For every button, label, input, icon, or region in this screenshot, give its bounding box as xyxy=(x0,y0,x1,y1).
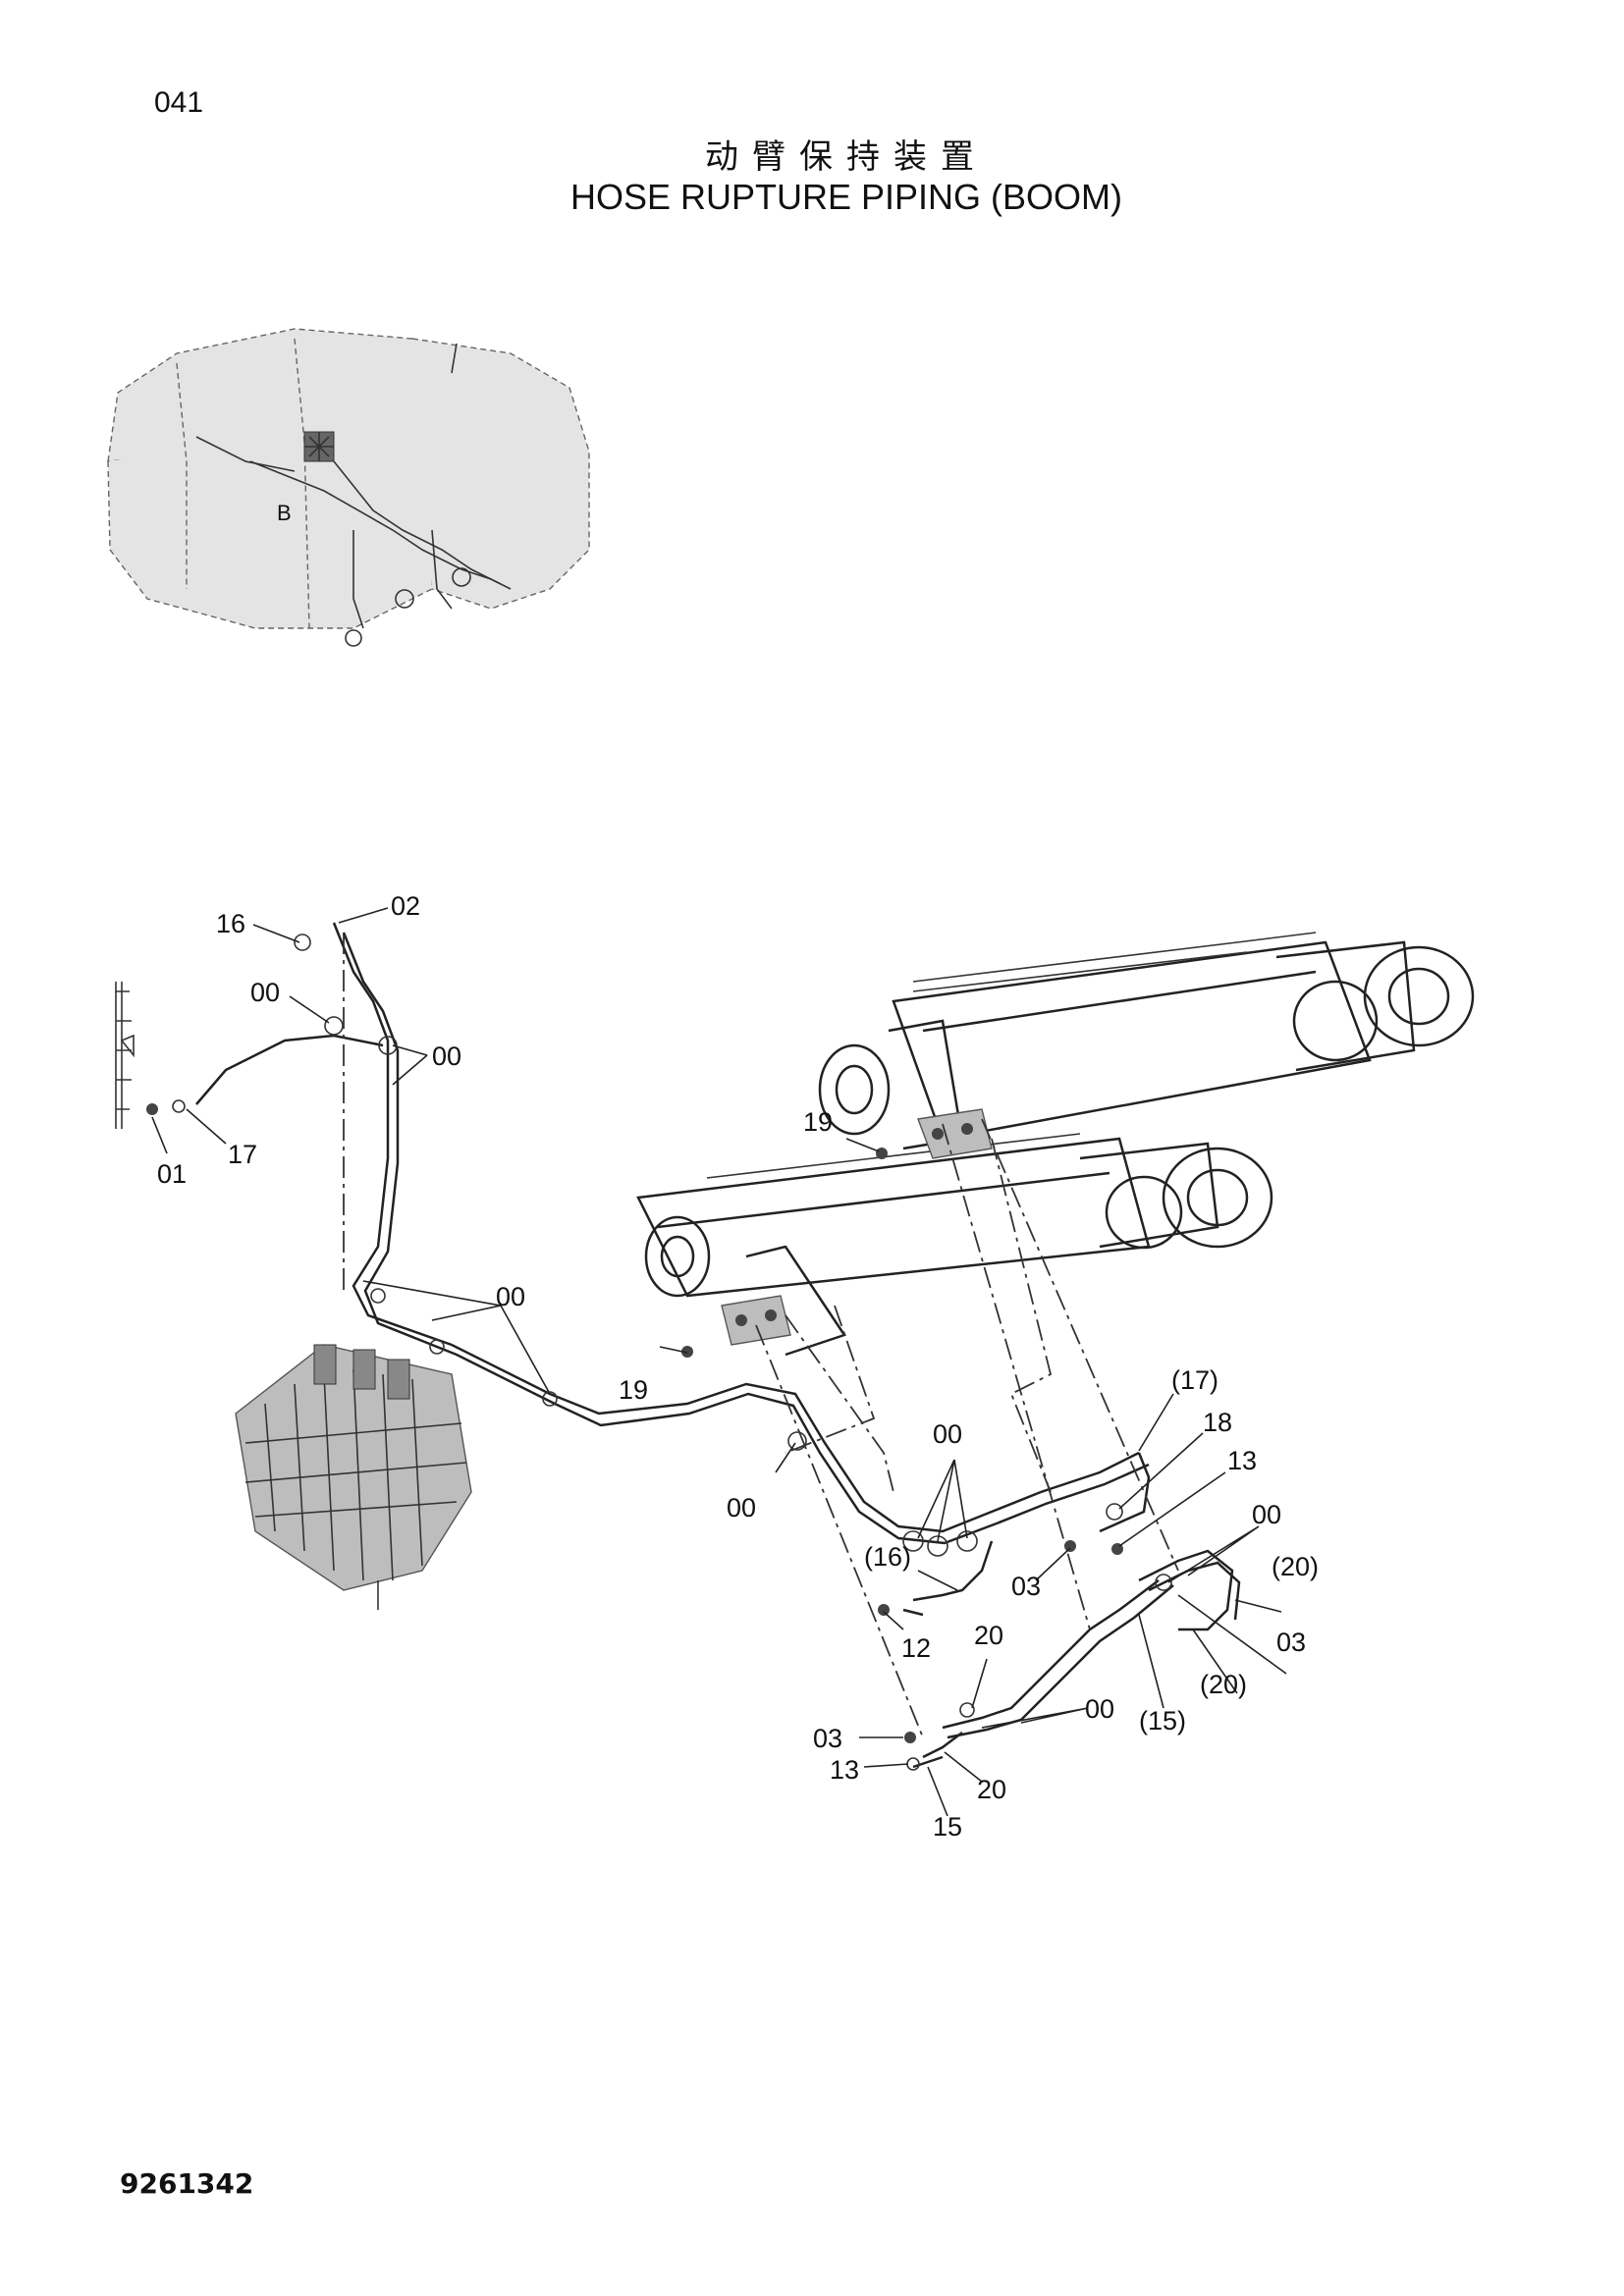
part-label-18: 18 xyxy=(1203,1408,1232,1437)
part-label-03: 03 xyxy=(813,1724,842,1753)
part-label-16: 16 xyxy=(216,909,245,938)
part-label-12: 12 xyxy=(901,1633,931,1663)
hose-rupture-valve-upper xyxy=(917,1108,993,1159)
part-label-00: 00 xyxy=(727,1493,756,1522)
part-label-20: 20 xyxy=(977,1775,1006,1804)
inset-marker-label: B xyxy=(277,501,292,525)
part-label-13: 13 xyxy=(1227,1446,1257,1475)
document-number: 9261342 xyxy=(120,2167,254,2200)
boom-cylinder-lower xyxy=(636,1133,1273,1357)
part-label-01: 01 xyxy=(157,1159,187,1189)
boom-cylinder-upper xyxy=(818,932,1475,1150)
orientation-symbol xyxy=(115,982,135,1129)
part-label-17-ref: (17) xyxy=(1171,1365,1218,1395)
page-number: 041 xyxy=(154,86,204,119)
connection-dash-lines xyxy=(343,933,1179,1738)
pilot-hose-lines xyxy=(195,922,1241,1769)
part-label-00: 00 xyxy=(496,1282,525,1311)
page-title-chinese: 动臂保持装置 xyxy=(705,137,988,177)
part-label-20-ref: (20) xyxy=(1272,1552,1319,1581)
hose-rupture-valve-lower xyxy=(721,1295,791,1346)
part-label-03: 03 xyxy=(1011,1572,1041,1601)
leader-lines xyxy=(151,907,1287,1817)
fittings xyxy=(146,934,1172,1771)
part-label-15: 15 xyxy=(933,1812,962,1842)
machine-overview-inset: B xyxy=(107,328,590,647)
control-valve xyxy=(235,1344,472,1610)
part-label-00: 00 xyxy=(1085,1694,1114,1724)
part-label-02: 02 xyxy=(391,891,420,921)
page-title: HOSE RUPTURE PIPING (BOOM) xyxy=(569,177,1123,217)
part-label-03: 03 xyxy=(1276,1628,1306,1657)
part-label-20: 20 xyxy=(974,1621,1003,1650)
part-labels: 16 02 00 00 17 01 19 00 19 (17) 18 00 13… xyxy=(157,891,1319,1842)
part-label-15-ref: (15) xyxy=(1139,1706,1186,1735)
part-label-00: 00 xyxy=(933,1419,962,1449)
part-label-00: 00 xyxy=(432,1041,461,1071)
part-label-00: 00 xyxy=(1252,1500,1281,1529)
part-label-00: 00 xyxy=(250,978,280,1007)
part-label-17: 17 xyxy=(228,1140,257,1169)
part-label-20-ref: (20) xyxy=(1200,1670,1247,1699)
part-label-13: 13 xyxy=(830,1755,859,1785)
part-label-19: 19 xyxy=(619,1375,648,1405)
part-label-16-ref: (16) xyxy=(864,1542,911,1572)
part-label-19: 19 xyxy=(803,1107,833,1137)
